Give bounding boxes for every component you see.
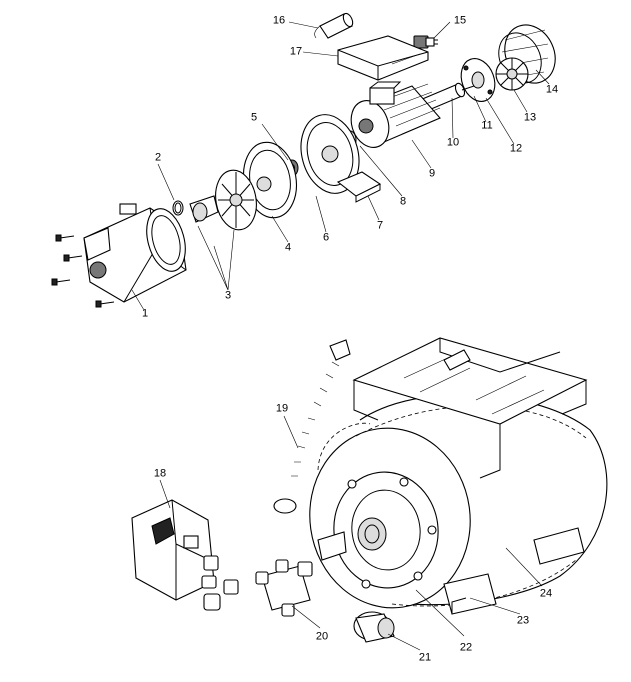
part-6-7-bracket xyxy=(300,114,382,203)
callout-24: 24 xyxy=(539,587,553,600)
callout-13: 13 xyxy=(523,111,537,124)
callout-17: 17 xyxy=(289,45,303,58)
callout-22: 22 xyxy=(459,641,473,654)
callout-11: 11 xyxy=(481,119,493,132)
callout-21: 21 xyxy=(418,651,432,664)
part-19-hose xyxy=(273,339,351,514)
callout-12: 12 xyxy=(509,142,523,155)
fittings xyxy=(201,555,239,611)
callout-8: 8 xyxy=(399,195,407,208)
part-1-pump-body xyxy=(83,203,187,303)
callout-1: 1 xyxy=(141,307,149,320)
callout-23: 23 xyxy=(516,614,530,627)
callout-10: 10 xyxy=(446,136,460,149)
part-10-rotor xyxy=(419,82,475,113)
callout-5: 5 xyxy=(250,111,258,124)
part-2-o-ring xyxy=(172,200,184,216)
part-3-impeller-group xyxy=(189,169,257,231)
tank-platform xyxy=(352,337,588,479)
callout-2: 2 xyxy=(154,151,162,164)
part-16-capacitor xyxy=(314,12,354,39)
screws xyxy=(51,234,115,308)
callout-7: 7 xyxy=(376,219,384,232)
part-15-connector xyxy=(413,35,438,49)
part-18-pressure-switch xyxy=(131,499,215,601)
part-21-cap xyxy=(353,611,395,643)
callout-6: 6 xyxy=(322,231,330,244)
part-23-feet xyxy=(317,527,585,615)
callout-15: 15 xyxy=(453,14,467,27)
callout-18: 18 xyxy=(153,467,167,480)
callout-3: 3 xyxy=(224,289,232,302)
callout-20: 20 xyxy=(315,630,329,643)
leader-lines-top xyxy=(131,21,550,311)
part-11-12-rear-cover xyxy=(460,58,496,102)
leader-lines-bottom xyxy=(159,415,543,651)
part-13-fan xyxy=(495,57,529,91)
callout-14: 14 xyxy=(545,83,559,96)
callout-9: 9 xyxy=(428,167,436,180)
part-9-motor xyxy=(350,81,441,148)
part-17-terminal-cover xyxy=(337,35,429,81)
part-20-connector xyxy=(255,559,313,617)
callout-16: 16 xyxy=(272,14,286,27)
part-22-flange xyxy=(333,471,439,589)
callout-19: 19 xyxy=(275,402,289,415)
callout-4: 4 xyxy=(284,241,292,254)
